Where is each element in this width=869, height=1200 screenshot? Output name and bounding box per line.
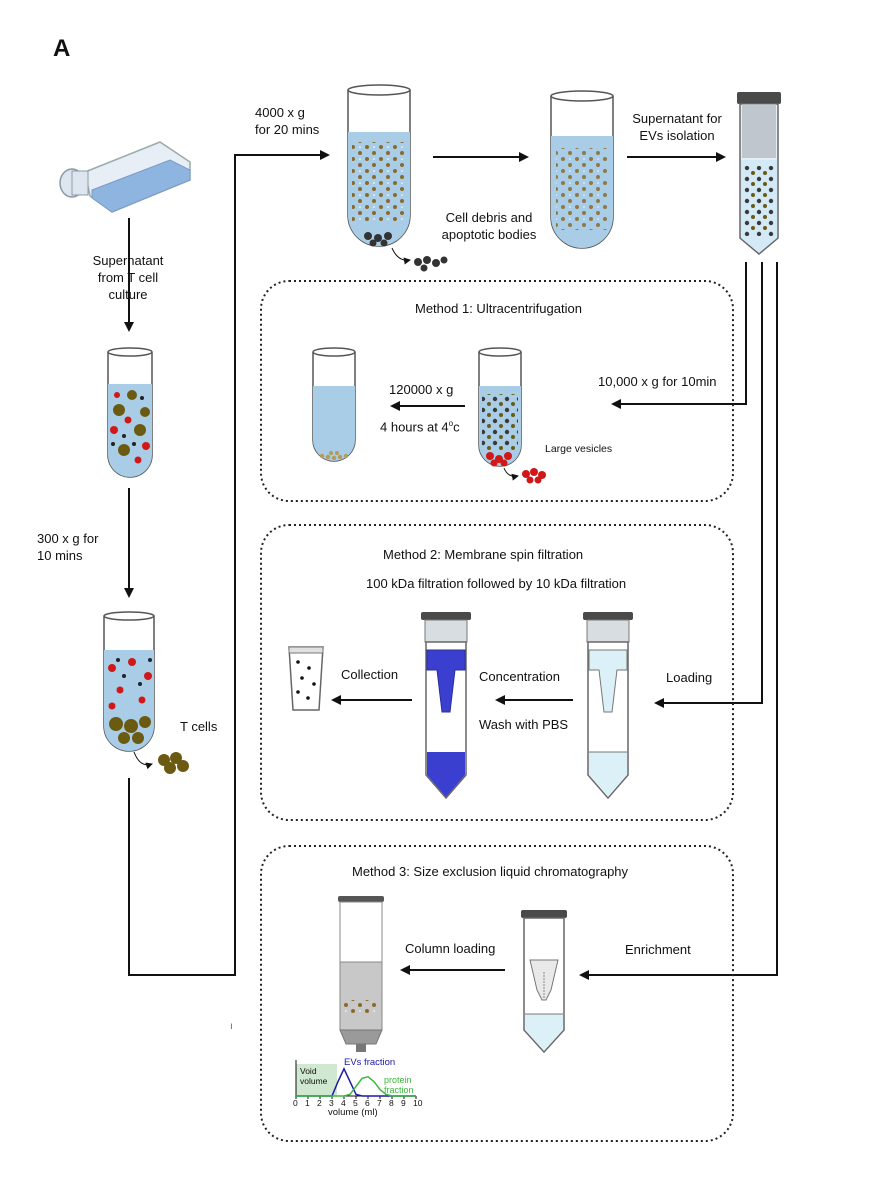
branch-method3	[579, 262, 778, 980]
method3-enrichment-tube	[521, 910, 567, 1054]
tube-mixed-supernatant	[107, 347, 153, 478]
label-cell-debris: Cell debris and apoptotic bodies	[441, 210, 537, 242]
method3-box	[260, 845, 734, 1142]
chart-x-tick-label: 9	[401, 1098, 406, 1108]
chart-x-tick-label: 6	[365, 1098, 370, 1108]
sec-elution-chart	[295, 1060, 417, 1099]
chart-void-volume-label: Void volume	[300, 1066, 328, 1086]
method1-tube-vesicles	[478, 347, 546, 484]
method2-collection-tube	[288, 646, 324, 711]
method1-step-4hours: 4 hours at 4oc	[380, 419, 460, 435]
method1-large-vesicles: Large vesicles	[545, 443, 613, 455]
method2-wash: Wash with PBS	[479, 717, 569, 732]
method2-concentration: Concentration	[479, 669, 560, 684]
method3-title: Method 3: Size exclusion liquid chromato…	[352, 864, 629, 879]
cell-culture-flask	[59, 141, 191, 213]
label-t-cells: T cells	[180, 719, 218, 734]
method3-column-loading: Column loading	[405, 941, 496, 956]
chart-protein-fraction-label: protein fraction	[384, 1075, 414, 1095]
connector-to-4000g	[128, 150, 330, 976]
chart-x-tick-label: 4	[341, 1098, 346, 1108]
label-spin-300g: 300 x g for 10 mins	[37, 531, 99, 563]
method3-enrichment: Enrichment	[625, 942, 691, 957]
method2-loading: Loading	[666, 670, 713, 685]
chart-x-tick-label: 8	[389, 1098, 394, 1108]
method1-tube-evs-pellet	[312, 347, 356, 462]
label-supernatant-evs: Supernatant for EVs isolation	[632, 111, 722, 143]
tube-4000g	[347, 84, 448, 272]
method1-step-10000g: 10,000 x g for 10min	[598, 374, 717, 389]
chart-x-tick-label: 2	[317, 1098, 322, 1108]
chart-x-tick-label: 0	[293, 1098, 298, 1108]
chart-evs-fraction-label: EVs fraction	[344, 1057, 396, 1068]
void-volume-region	[296, 1064, 337, 1096]
method1-title: Method 1: Ultracentrifugation	[415, 301, 582, 316]
method3-sec-column	[338, 896, 384, 1052]
method2-box	[260, 524, 734, 821]
tube-ev-isolation	[737, 92, 781, 255]
chart-x-tick-label: 1	[305, 1098, 310, 1108]
panel-label: A	[53, 35, 71, 62]
method1-step-120000g: 120000 x g	[389, 382, 454, 397]
stray-mark: ı	[230, 1021, 233, 1032]
branch-method1	[611, 262, 747, 409]
method2-title: Method 2: Membrane spin filtration	[383, 547, 584, 562]
method1-box	[260, 280, 734, 502]
tube-pelleted-t-cells	[103, 611, 189, 774]
branch-method2	[654, 262, 763, 708]
chart-x-tick-label: 3	[329, 1098, 334, 1108]
protein-fraction-curve	[296, 1075, 416, 1097]
chart-x-tick-label: 7	[377, 1098, 382, 1108]
chart-x-axis-label: volume (ml)	[328, 1107, 378, 1118]
method2-filter-concentrated	[421, 612, 471, 800]
chart-x-tick-label: 5	[353, 1098, 358, 1108]
tube-supernatant	[550, 90, 614, 249]
method2-subtitle: 100 kDa filtration followed by 10 kDa fi…	[366, 576, 627, 591]
method2-collection: Collection	[341, 667, 399, 682]
label-supernatant-from-culture: Supernatant from T cell culture	[92, 253, 164, 302]
label-spin-4000g: 4000 x g for 20 mins	[255, 105, 320, 137]
chart-x-tick-label: 10	[413, 1098, 423, 1108]
method2-filter-loaded	[583, 612, 633, 800]
